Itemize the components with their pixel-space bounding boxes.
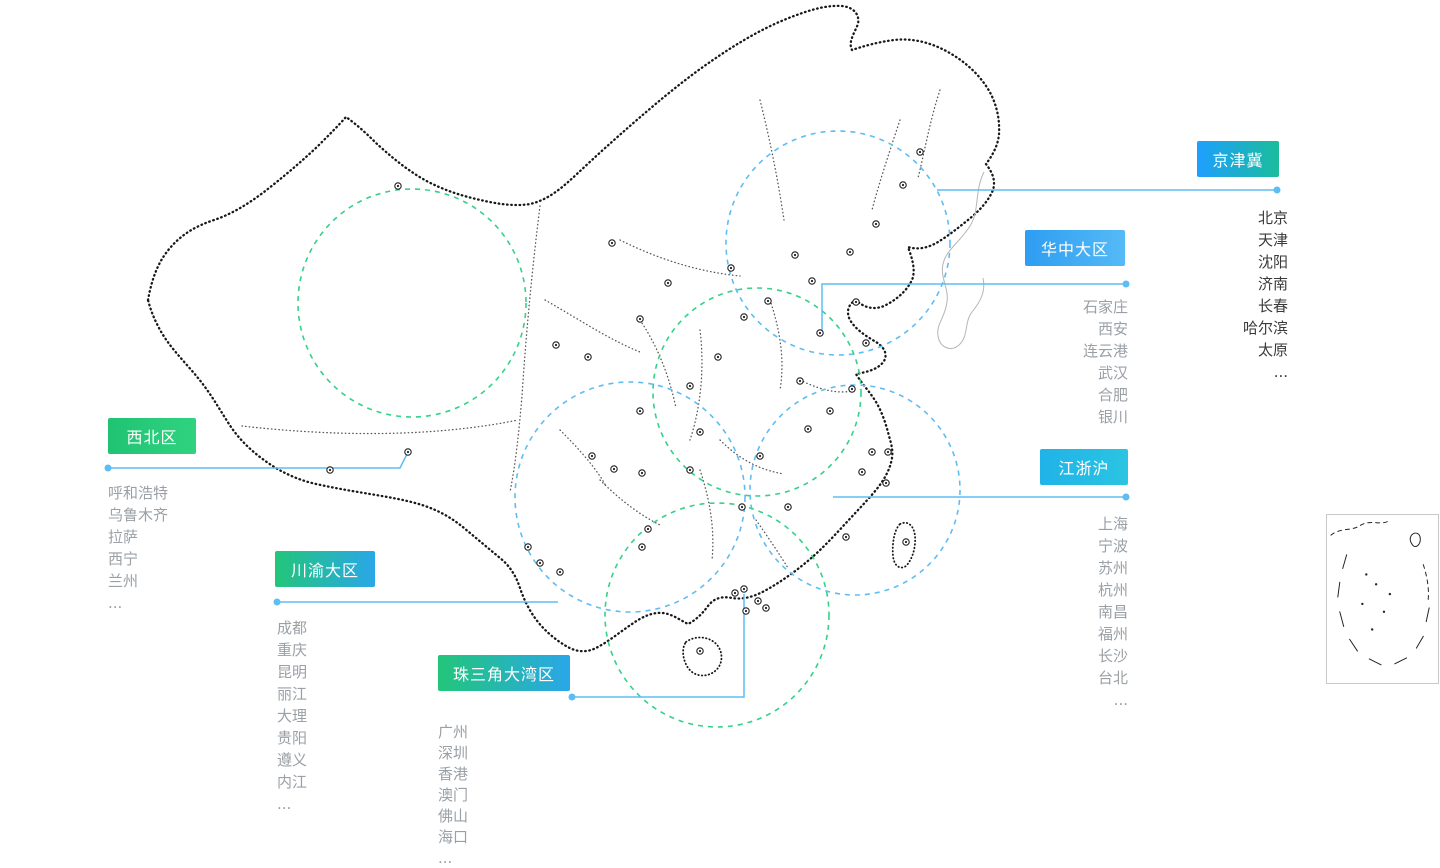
city-item: 宁波 xyxy=(1097,537,1128,555)
city-list-xibei: 呼和浩特 乌鲁木齐 拉萨 西宁 兰州 ... xyxy=(108,482,168,614)
city-list-jingjinji: 北京 天津 沈阳 济南 长春 哈尔滨 太原 ... xyxy=(1243,207,1288,383)
city-item: 北京 xyxy=(1257,209,1288,227)
south-china-sea-inset xyxy=(1326,514,1439,684)
city-item: 济南 xyxy=(1257,275,1288,293)
city-item: 重庆 xyxy=(277,641,308,659)
china-outline xyxy=(146,4,1001,653)
city-item: 长春 xyxy=(1257,297,1288,315)
city-item: 乌鲁木齐 xyxy=(108,506,169,524)
city-item: 大理 xyxy=(277,707,308,725)
region-label-zhusanjiao[interactable]: 珠三角大湾区 xyxy=(438,655,570,691)
city-item: 佛山 xyxy=(438,807,469,825)
region-label-jiangzhehu[interactable]: 江浙沪 xyxy=(1040,449,1128,485)
city-item: 南昌 xyxy=(1097,603,1128,621)
region-circle-jingjinji xyxy=(725,130,951,356)
city-item: 太原 xyxy=(1257,341,1288,359)
city-item: 连云港 xyxy=(1082,342,1128,360)
city-item: 西宁 xyxy=(108,550,139,568)
city-item: 兰州 xyxy=(108,572,139,590)
city-item: 澳门 xyxy=(438,786,469,804)
region-circle-xibei xyxy=(297,188,527,418)
city-item: ... xyxy=(108,594,123,612)
region-label-xibei[interactable]: 西北区 xyxy=(108,418,196,454)
region-circle-zhusanjiao xyxy=(604,502,830,728)
region-circle-jiangzhehu xyxy=(749,384,961,596)
leader-line-xibei xyxy=(108,451,409,469)
city-item: 西安 xyxy=(1097,320,1128,338)
city-item: 昆明 xyxy=(277,663,308,681)
city-item: 海口 xyxy=(438,828,469,846)
city-item: 台北 xyxy=(1097,669,1128,687)
city-list-huazhong: 石家庄 西安 连云港 武汉 合肥 银川 xyxy=(1083,296,1128,428)
city-item: 广州 xyxy=(438,723,469,741)
hainan-island xyxy=(682,636,723,677)
city-item: 成都 xyxy=(277,619,308,637)
city-item: 内江 xyxy=(277,773,308,791)
city-item: ... xyxy=(1113,691,1128,709)
city-item: 苏州 xyxy=(1097,559,1128,577)
city-item: 丽江 xyxy=(277,685,308,703)
city-item: 福州 xyxy=(1097,625,1128,643)
city-item: 合肥 xyxy=(1097,386,1128,404)
city-item: 武汉 xyxy=(1097,364,1128,382)
city-item: 石家庄 xyxy=(1082,298,1128,316)
city-item: 沈阳 xyxy=(1257,253,1288,271)
city-item: 哈尔滨 xyxy=(1242,319,1288,337)
city-item: ... xyxy=(438,849,453,867)
city-markers xyxy=(326,148,924,655)
leader-lines xyxy=(104,186,1281,701)
city-item: 呼和浩特 xyxy=(108,484,169,502)
leader-line-zhusanjiao xyxy=(572,594,745,698)
taiwan-island xyxy=(891,521,917,569)
city-list-chuanyu: 成都 重庆 昆明 丽江 大理 贵阳 遵义 内江 ... xyxy=(277,617,307,815)
city-item: 贵阳 xyxy=(277,729,308,747)
region-label-jingjinji[interactable]: 京津冀 xyxy=(1197,141,1279,177)
city-item: 银川 xyxy=(1097,408,1128,426)
city-item: 上海 xyxy=(1097,515,1128,533)
province-borders xyxy=(241,89,941,569)
city-list-zhusanjiao: 广州 深圳 香港 澳门 佛山 海口 ... xyxy=(438,722,468,868)
region-label-huazhong[interactable]: 华中大区 xyxy=(1025,230,1125,266)
region-circle-chuanyu xyxy=(514,381,746,613)
city-item: ... xyxy=(1273,363,1288,381)
city-item: ... xyxy=(277,795,292,813)
city-list-jiangzhehu: 上海 宁波 苏州 杭州 南昌 福州 长沙 台北 ... xyxy=(1098,513,1128,711)
leader-line-huazhong xyxy=(821,283,1126,332)
region-circle-huazhong xyxy=(652,287,862,497)
city-item: 天津 xyxy=(1257,231,1288,249)
city-item: 拉萨 xyxy=(108,528,139,546)
korea-coastline xyxy=(937,171,985,349)
city-item: 香港 xyxy=(438,765,469,783)
city-item: 杭州 xyxy=(1097,581,1128,599)
city-item: 长沙 xyxy=(1097,647,1128,665)
region-label-chuanyu[interactable]: 川渝大区 xyxy=(275,551,375,587)
city-item: 深圳 xyxy=(438,744,469,762)
city-item: 遵义 xyxy=(277,751,308,769)
